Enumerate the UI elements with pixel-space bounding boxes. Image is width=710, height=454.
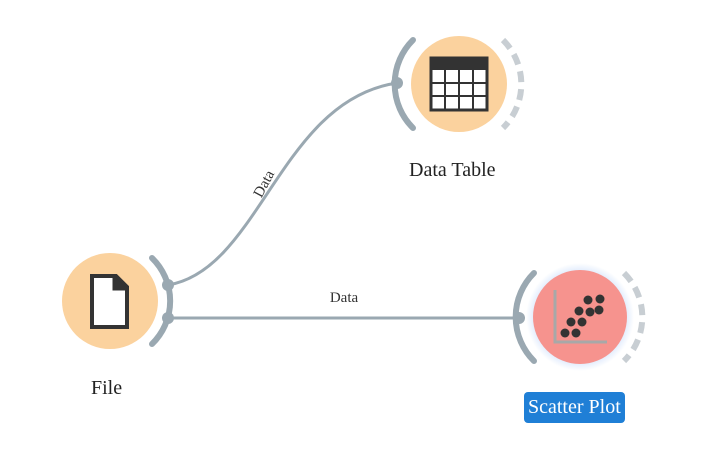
output-channel-arc[interactable]	[149, 255, 174, 347]
input-anchor[interactable]	[513, 312, 525, 324]
node-data-table[interactable]	[391, 36, 525, 132]
file-icon	[90, 274, 129, 329]
node-label-data-table[interactable]: Data Table	[409, 159, 496, 181]
link-label: Data	[330, 290, 359, 306]
node-scatter-plot[interactable]	[512, 263, 646, 371]
output-anchor[interactable]	[162, 279, 174, 291]
scatter-plot-icon	[553, 290, 607, 344]
node-file[interactable]	[62, 253, 174, 349]
table-icon	[429, 56, 489, 112]
output-anchor[interactable]	[162, 312, 174, 324]
node-body[interactable]	[533, 270, 627, 364]
link-curve[interactable]	[167, 81, 398, 287]
node-label-file[interactable]: File	[91, 377, 123, 399]
link-file-to-scatter-plot[interactable]: Data	[168, 290, 519, 320]
node-label-scatter-plot[interactable]: Scatter Plot	[524, 392, 625, 423]
input-anchor[interactable]	[391, 77, 403, 89]
link-file-to-data-table[interactable]: Data	[167, 81, 398, 287]
